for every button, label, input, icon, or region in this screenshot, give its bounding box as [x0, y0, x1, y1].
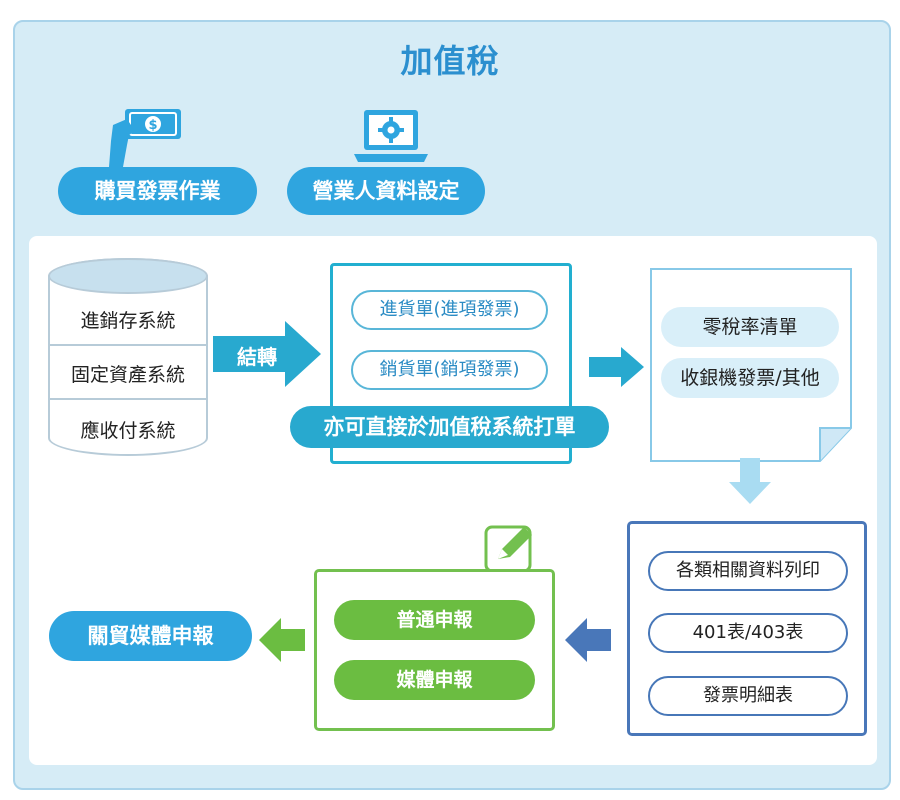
svg-text:$: $ — [148, 118, 157, 133]
source-system-receivables: 應收付系統 — [80, 420, 176, 442]
media-filing-button[interactable]: 媒體申報 — [334, 660, 535, 700]
report-print-item[interactable]: 各類相關資料列印 — [648, 551, 848, 591]
left-arrow-green — [259, 618, 305, 662]
sales-order-pill[interactable]: 銷貨單(銷項發票) — [351, 350, 548, 390]
database-divider — [50, 398, 206, 400]
right-arrow — [589, 347, 644, 387]
transfer-arrow — [213, 321, 321, 387]
edit-pencil-icon — [484, 525, 532, 573]
customs-media-filing-button[interactable]: 關貿媒體申報 — [49, 611, 252, 661]
money-hand-icon: $ — [109, 109, 181, 167]
cash-register-invoice-item: 收銀機發票/其他 — [661, 358, 839, 398]
source-system-sales-inventory: 進銷存系統 — [80, 310, 176, 332]
laptop-gear-icon — [354, 110, 428, 162]
report-401-403-item[interactable]: 401表/403表 — [648, 613, 848, 653]
purchase-order-pill[interactable]: 進貨單(進項發票) — [351, 290, 548, 330]
page-title: 加值稅 — [400, 42, 500, 80]
source-system-fixed-assets: 固定資產系統 — [70, 364, 185, 386]
transfer-label: 結轉 — [237, 345, 277, 369]
buy-invoice-button[interactable]: 購買發票作業 — [58, 167, 257, 215]
zero-tax-list-item: 零稅率清單 — [661, 307, 839, 347]
database-top — [48, 258, 208, 294]
down-arrow — [729, 458, 771, 504]
left-arrow-navy — [565, 618, 611, 662]
filing-box — [314, 569, 555, 731]
normal-filing-button[interactable]: 普通申報 — [334, 600, 535, 640]
direct-print-banner: 亦可直接於加值稅系統打單 — [290, 406, 609, 448]
database-divider — [50, 344, 206, 346]
business-settings-button[interactable]: 營業人資料設定 — [287, 167, 485, 215]
report-invoice-detail-item[interactable]: 發票明細表 — [648, 676, 848, 716]
